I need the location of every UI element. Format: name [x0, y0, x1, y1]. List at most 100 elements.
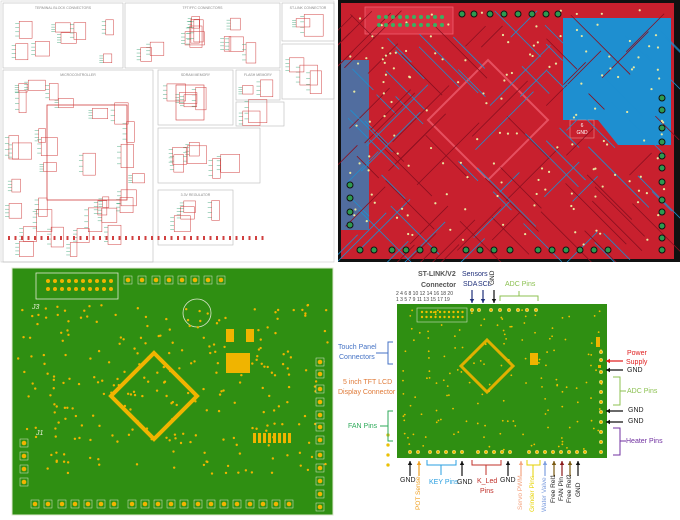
pad	[551, 327, 554, 330]
pad	[66, 471, 70, 475]
trace	[584, 230, 617, 262]
component	[79, 236, 82, 240]
pad	[576, 420, 579, 423]
pad	[548, 337, 551, 340]
via	[429, 146, 433, 150]
pad	[271, 457, 275, 460]
component	[27, 236, 30, 240]
terminal-pad	[317, 437, 323, 443]
pad	[218, 319, 221, 322]
trace	[459, 220, 502, 262]
via	[447, 23, 450, 26]
pad	[307, 441, 311, 444]
pad	[590, 342, 593, 345]
terminal-pad	[483, 449, 488, 454]
pad	[78, 436, 81, 440]
trace	[473, 201, 510, 238]
terminal-pad	[72, 501, 78, 507]
adc-top-label: ADC Pins	[505, 281, 536, 288]
pad	[432, 311, 435, 314]
via	[650, 87, 653, 91]
header-pin	[88, 279, 92, 283]
terminal-pad	[658, 152, 666, 160]
via	[660, 133, 663, 136]
via	[353, 90, 356, 93]
touch-panel-label-2: Connectors	[339, 354, 375, 361]
pad	[123, 370, 126, 374]
pad	[326, 341, 329, 344]
component	[40, 236, 43, 240]
pad	[96, 381, 100, 384]
terminal-pad	[599, 349, 604, 354]
trace	[349, 87, 390, 129]
trace	[525, 133, 579, 188]
heater-pins-label: Heater Pins	[626, 438, 663, 445]
pad	[502, 448, 505, 451]
pad	[435, 421, 438, 424]
schematic-sheet	[157, 189, 234, 246]
pad	[102, 392, 106, 396]
via	[628, 39, 631, 43]
schematic-symbol	[309, 70, 322, 94]
pad	[257, 328, 260, 332]
schematic-symbol	[173, 154, 184, 173]
terminal-pad	[153, 277, 159, 283]
kled-label-2: Pins	[480, 488, 494, 495]
pad	[28, 336, 32, 339]
pad	[251, 426, 254, 430]
pad	[199, 319, 202, 323]
pad	[496, 324, 499, 327]
pad	[244, 469, 248, 472]
pot-arrow-head	[416, 461, 422, 465]
pad	[273, 422, 276, 425]
trace	[489, 44, 551, 106]
pad	[97, 349, 101, 353]
pad	[306, 303, 310, 307]
pad	[107, 361, 111, 364]
pad	[266, 326, 269, 329]
pad	[186, 391, 190, 395]
pad	[132, 390, 136, 394]
via	[575, 28, 579, 32]
header-pin	[420, 310, 424, 314]
pad	[507, 359, 510, 361]
pad	[270, 471, 274, 474]
pad	[446, 394, 448, 397]
pad	[286, 367, 289, 370]
via	[408, 75, 411, 78]
pad	[46, 467, 49, 470]
pad	[212, 343, 216, 346]
adc-top-bracket	[499, 295, 539, 301]
header-pin	[438, 310, 442, 314]
component	[229, 236, 231, 240]
trace	[563, 62, 586, 85]
via	[476, 137, 479, 141]
pad	[173, 433, 177, 436]
pad	[480, 324, 482, 327]
terminal-pad	[317, 386, 323, 392]
terminal-pad	[59, 501, 65, 507]
terminal-pad	[451, 449, 456, 454]
header-pin	[434, 315, 437, 319]
pad	[123, 404, 127, 408]
terminal-pad	[499, 449, 504, 454]
pad	[427, 350, 430, 353]
via	[524, 232, 527, 236]
header-pin	[391, 15, 395, 19]
pad	[324, 308, 328, 312]
terminal-pad	[247, 501, 253, 507]
via	[544, 188, 547, 191]
pad	[218, 393, 222, 396]
trace	[440, 244, 460, 262]
component	[73, 236, 75, 240]
pad	[314, 380, 318, 383]
header-pin	[81, 279, 85, 283]
trace	[425, 134, 470, 180]
trace	[540, 211, 592, 262]
pad	[91, 414, 95, 417]
via	[643, 139, 646, 142]
pad	[274, 311, 277, 314]
mcu-footprint	[458, 337, 516, 395]
pad	[232, 436, 236, 440]
pad	[324, 462, 327, 466]
